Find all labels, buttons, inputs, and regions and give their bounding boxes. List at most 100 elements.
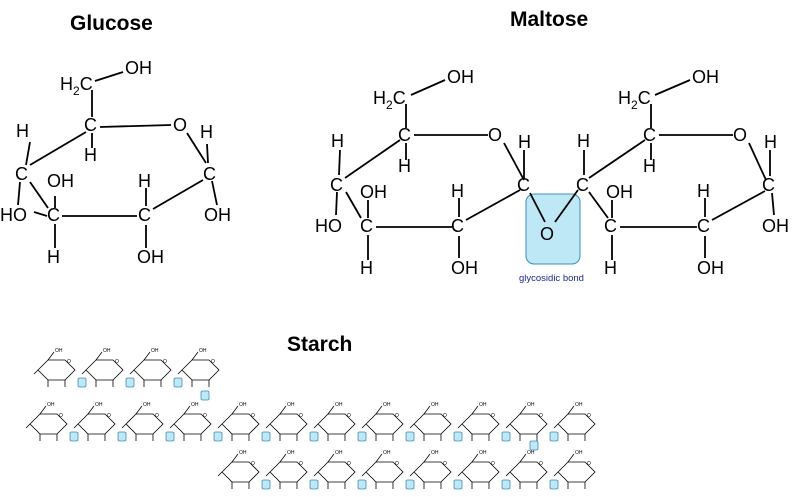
starch-glycosidic-link <box>117 431 127 442</box>
maltose-oh: OH <box>692 67 719 87</box>
svg-text:OH: OH <box>383 450 391 456</box>
svg-text:OH: OH <box>143 402 151 408</box>
svg-text:O: O <box>211 359 215 365</box>
starch-glucose-unit: OH O <box>217 402 260 441</box>
starch-glycosidic-link <box>165 431 175 442</box>
maltose-ring-oxygen: O <box>733 125 747 145</box>
svg-text:OH: OH <box>479 402 487 408</box>
maltose-c: C <box>330 175 343 195</box>
svg-text:OH: OH <box>239 402 247 408</box>
svg-text:O: O <box>443 413 447 419</box>
svg-text:O: O <box>251 461 255 467</box>
starch-structure: OHOOHOOHOOHOOHOOHOOHOOHOOHOOHOOHOOHOOHOO… <box>25 348 596 490</box>
svg-text:OH: OH <box>287 450 295 456</box>
svg-text:O: O <box>59 413 63 419</box>
svg-text:O: O <box>491 413 495 419</box>
starch-glycosidic-link <box>309 479 319 490</box>
maltose-h: H <box>360 258 373 278</box>
starch-glycosidic-link <box>453 479 463 490</box>
svg-text:O: O <box>67 359 71 365</box>
maltose-h: H <box>398 156 411 176</box>
maltose-h: H <box>764 132 777 152</box>
starch-glucose-unit: OHO <box>553 450 596 489</box>
starch-glucose-unit: OHO <box>313 450 356 489</box>
starch-glycosidic-link <box>405 479 415 490</box>
starch-glycosidic-link <box>261 479 271 490</box>
maltose-c: C <box>643 125 656 145</box>
starch-glycosidic-link <box>405 431 415 442</box>
maltose-c: C <box>762 175 775 195</box>
glucose-h2c: H2C <box>60 74 93 98</box>
svg-text:OH: OH <box>191 402 199 408</box>
starch-glucose-unit: OHO <box>505 450 548 489</box>
svg-text:OH: OH <box>431 450 439 456</box>
svg-text:O: O <box>115 359 119 365</box>
starch-glucose-unit: OH O <box>177 348 220 387</box>
starch-glucose-unit: OHO <box>553 402 596 441</box>
maltose-c: C <box>604 216 617 236</box>
glucose-oh: OH <box>204 205 231 225</box>
glucose-h: H <box>47 247 60 267</box>
maltose-h: H <box>604 258 617 278</box>
maltose-oh: OH <box>606 182 633 202</box>
starch-glycosidic-link <box>213 431 223 442</box>
svg-text:O: O <box>299 413 303 419</box>
svg-text:OH: OH <box>239 450 247 456</box>
starch-glucose-unit: OH O <box>169 402 212 441</box>
svg-text:OH: OH <box>95 402 103 408</box>
maltose-c: C <box>398 125 411 145</box>
maltose-h: H <box>643 156 656 176</box>
svg-text:O: O <box>539 461 543 467</box>
svg-text:OH: OH <box>103 348 111 354</box>
maltose-c: C <box>517 175 530 195</box>
starch-glucose-unit: OHO <box>265 402 308 441</box>
svg-text:O: O <box>107 413 111 419</box>
starch-glucose-unit: OHO <box>409 450 452 489</box>
svg-text:O: O <box>203 413 207 419</box>
svg-text:OH: OH <box>335 402 343 408</box>
maltose-ring-oxygen: O <box>488 125 502 145</box>
starch-title: Starch <box>287 333 353 356</box>
starch-glycosidic-link <box>200 390 210 401</box>
starch-glycosidic-link <box>549 431 559 442</box>
svg-text:OH: OH <box>383 402 391 408</box>
glucose-oh: OH <box>137 247 164 267</box>
starch-glycosidic-link <box>77 377 87 388</box>
glucose-c5: C <box>84 115 97 135</box>
maltose-h: H <box>697 181 710 201</box>
maltose-ho: HO <box>315 216 342 236</box>
maltose-c: C <box>576 175 589 195</box>
svg-text:O: O <box>251 413 255 419</box>
glucose-h: H <box>138 171 151 191</box>
starch-glucose-unit: OH O <box>73 402 116 441</box>
maltose-c: C <box>697 216 710 236</box>
glucose-c4: C <box>15 164 28 184</box>
starch-glycosidic-link <box>309 431 319 442</box>
glucose-structure: H2C OH C H O H H C OH C HO C H C OH H OH <box>0 58 231 267</box>
starch-glucose-unit: OH O <box>217 450 260 489</box>
glucose-h: H <box>84 145 97 165</box>
maltose-oh: OH <box>451 258 478 278</box>
starch-glucose-unit: OH O <box>457 402 500 441</box>
svg-text:OH: OH <box>335 450 343 456</box>
maltose-h: H <box>331 131 344 151</box>
starch-glycosidic-link <box>357 431 367 442</box>
svg-text:O: O <box>587 461 591 467</box>
svg-text:O: O <box>539 413 543 419</box>
glycosidic-oxygen: O <box>540 224 554 244</box>
maltose-h: H <box>577 131 590 151</box>
starch-glucose-unit: OHO <box>33 348 76 387</box>
svg-text:O: O <box>395 413 399 419</box>
starch-glycosidic-link <box>125 377 135 388</box>
glucose-c2: C <box>138 205 151 225</box>
starch-glucose-unit: OH O <box>361 402 404 441</box>
maltose-h2c: H2C <box>618 88 651 112</box>
glucose-oh: OH <box>125 58 152 78</box>
starch-glycosidic-link <box>501 479 511 490</box>
svg-text:O: O <box>587 413 591 419</box>
svg-text:OH: OH <box>199 348 207 354</box>
maltose-oh: OH <box>697 258 724 278</box>
starch-glycosidic-link <box>69 431 79 442</box>
svg-text:O: O <box>395 461 399 467</box>
